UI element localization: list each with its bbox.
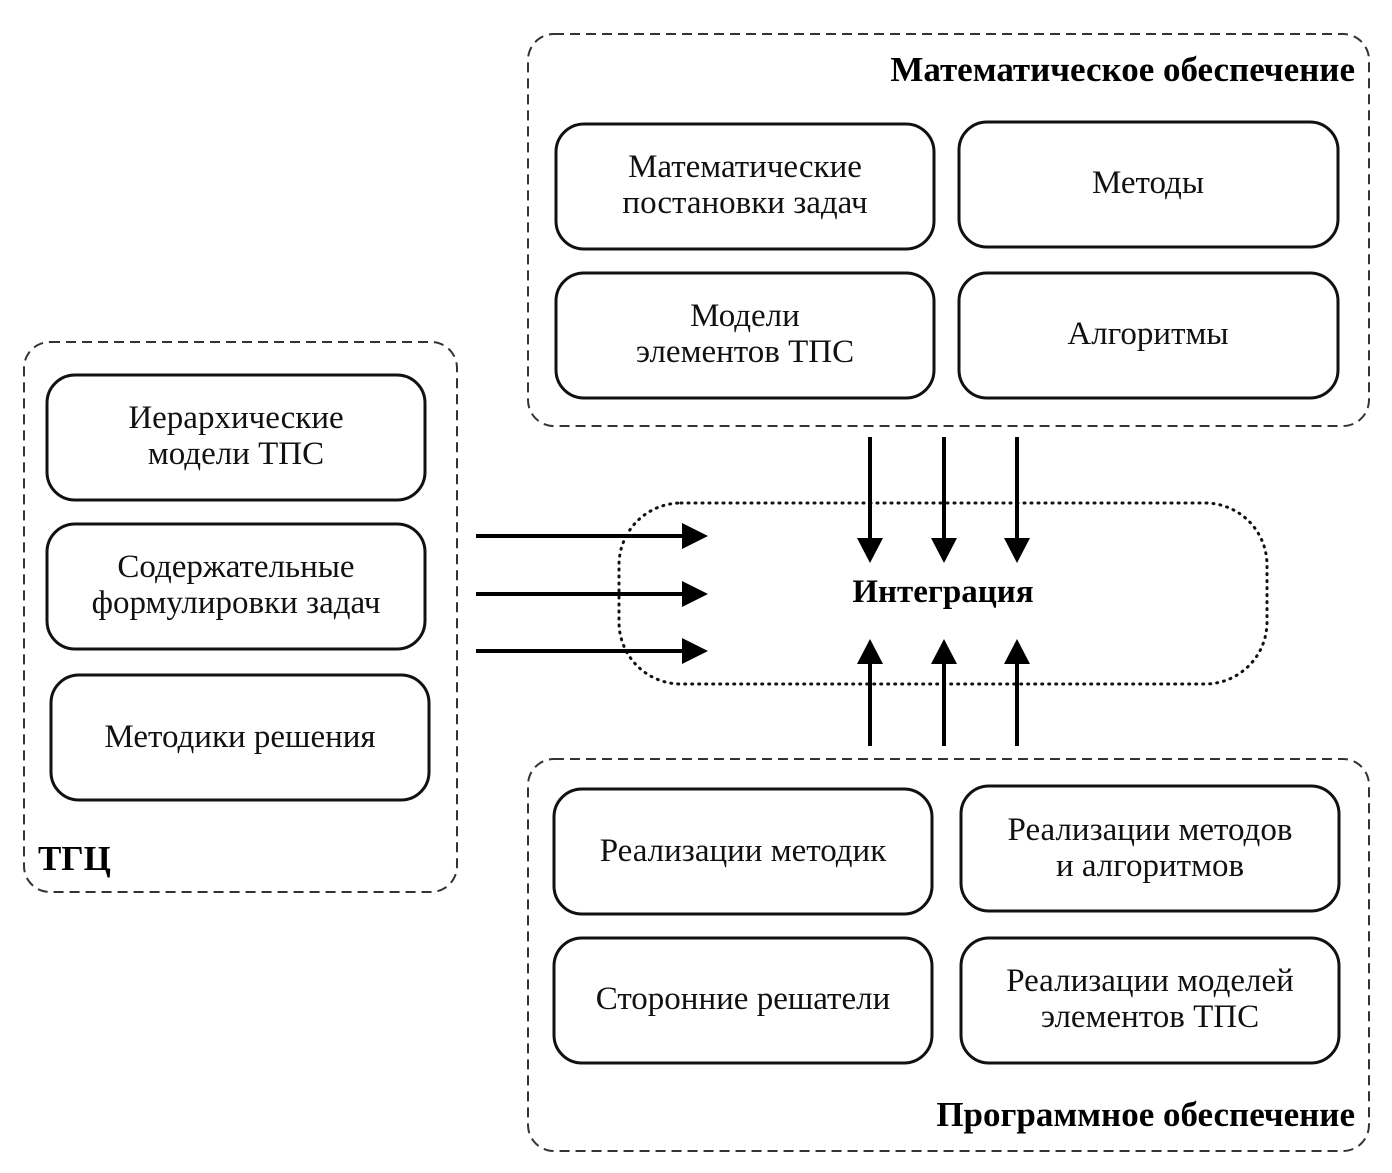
math-support-title: Математическое обеспечение — [890, 50, 1355, 89]
integration-label: Интеграция — [852, 574, 1033, 610]
box-label-line: Реализации методик — [600, 833, 887, 869]
software-title: Программное обеспечение — [936, 1095, 1355, 1134]
box-label-line: и алгоритмов — [1056, 848, 1244, 884]
box-label-line: модели ТПС — [148, 436, 324, 472]
box-label-line: Модели — [690, 298, 800, 334]
box-label-line: Алгоритмы — [1067, 316, 1228, 352]
tgc-group: ТГЦ Иерархические модели ТПС Содержатель… — [23, 341, 458, 893]
arrow-down — [857, 437, 883, 563]
arrow-right — [476, 523, 708, 549]
math-support-group: Математическое обеспечение Математически… — [527, 33, 1370, 427]
box-methodology-implementations[interactable]: Реализации методик — [552, 787, 934, 916]
arrow-right — [476, 581, 708, 607]
box-label-line: Сторонние решатели — [596, 981, 891, 1017]
box-label-line: Иерархические — [128, 400, 343, 436]
box-task-formulations[interactable]: Содержательные формулировки задач — [45, 522, 427, 651]
arrow-right — [476, 638, 708, 664]
arrows-from-software — [857, 639, 1030, 746]
arrow-down — [1004, 437, 1030, 563]
box-label-line: Реализации моделей — [1006, 963, 1294, 999]
arrow-down — [931, 437, 957, 563]
box-methods[interactable]: Методы — [957, 120, 1340, 249]
arrows-from-tgc — [476, 523, 708, 664]
box-label-line: Математические — [628, 149, 862, 185]
box-solution-methodologies[interactable]: Методики решения — [49, 673, 431, 802]
box-label-line: Реализации методов — [1008, 812, 1293, 848]
arrow-up — [1004, 639, 1030, 746]
box-math-formulations[interactable]: Математические постановки задач — [554, 122, 936, 251]
math-support-frame — [527, 33, 1370, 427]
box-label-line: формулировки задач — [92, 585, 381, 621]
box-label-line: постановки задач — [622, 185, 867, 221]
box-third-party-solvers[interactable]: Сторонние решатели — [552, 936, 934, 1065]
box-hierarchical-models[interactable]: Иерархические модели ТПС — [45, 373, 427, 502]
arrow-up — [857, 639, 883, 746]
box-label-line: Методы — [1092, 165, 1204, 201]
software-frame — [527, 758, 1370, 1152]
arrow-up — [931, 639, 957, 746]
integration-node: Интеграция — [617, 501, 1269, 686]
box-method-algorithm-implementations[interactable]: Реализации методов и алгоритмов — [959, 784, 1341, 913]
tgc-title: ТГЦ — [38, 839, 111, 878]
arrows-from-math-support — [857, 437, 1030, 563]
box-element-model-implementations[interactable]: Реализации моделей элементов ТПС — [959, 936, 1341, 1065]
box-tps-element-models[interactable]: Модели элементов ТПС — [554, 271, 936, 400]
box-label-line: элементов ТПС — [636, 334, 854, 370]
software-group: Программное обеспечение Реализации метод… — [527, 758, 1370, 1152]
box-label-line: Содержательные — [117, 549, 354, 585]
box-algorithms[interactable]: Алгоритмы — [957, 271, 1340, 400]
box-label-line: Методики решения — [104, 719, 375, 755]
box-label-line: элементов ТПС — [1041, 999, 1259, 1035]
